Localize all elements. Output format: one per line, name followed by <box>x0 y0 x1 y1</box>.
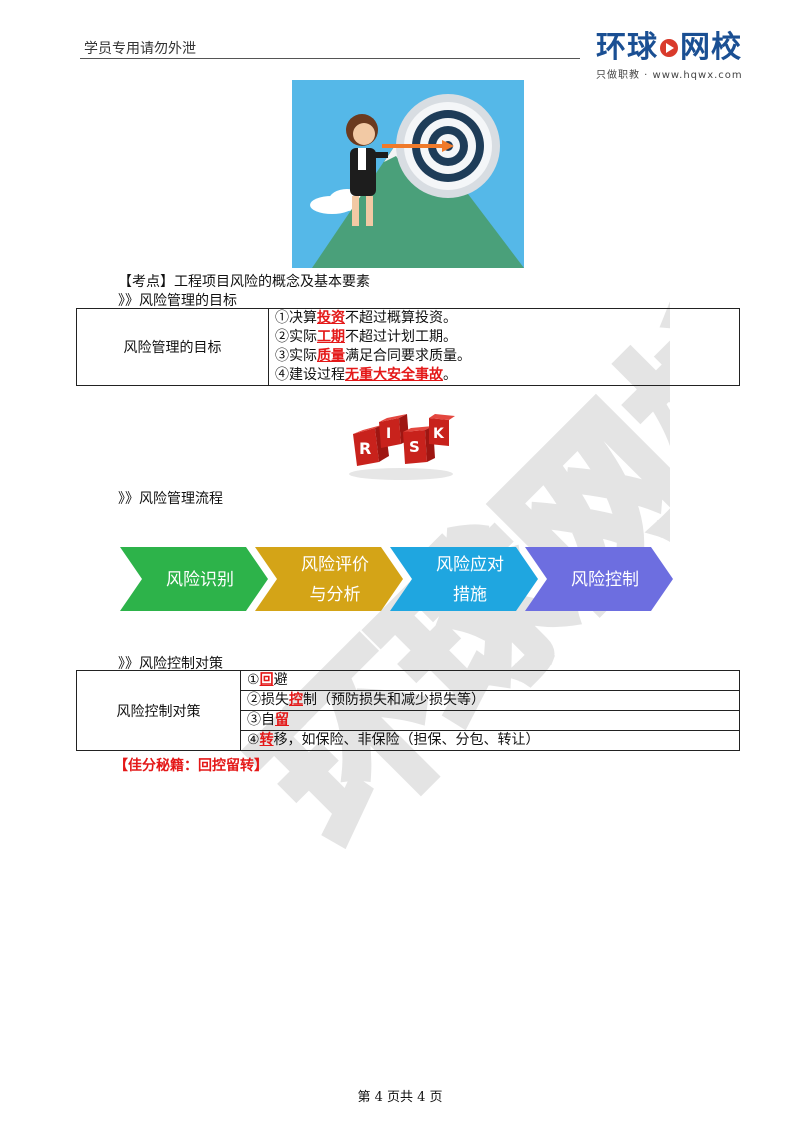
memory-tip: 【佳分秘籍：回控留转】 <box>114 758 268 774</box>
process-step <box>120 547 268 611</box>
risk-dice-image: R I S K <box>349 414 455 480</box>
goals-items: ①决算投资不超过概算投资。 ②实际工期不超过计划工期。 ③实际质量满足合同要求质… <box>268 308 740 386</box>
process-step <box>390 547 538 611</box>
process-step-label: 风险评价 <box>301 555 369 575</box>
dice-letter: S <box>409 438 420 456</box>
section-title: 【考点】工程项目风险的概念及基本要素 <box>118 274 370 290</box>
dice-letter: I <box>386 426 391 442</box>
goal-item: ④建设过程无重大安全事故。 <box>275 367 457 383</box>
goals-heading: 》》风险管理的目标 <box>118 293 237 309</box>
control-item: ③自留 <box>240 710 740 731</box>
logo-text-right: 网校 <box>680 30 742 65</box>
header-divider <box>80 58 580 59</box>
control-item: ②损失控制（预防损失和减少损失等） <box>240 690 740 711</box>
process-step <box>525 547 673 611</box>
process-step-label: 与分析 <box>310 585 361 605</box>
goal-item: ②实际工期不超过计划工期。 <box>275 329 457 345</box>
goal-item: ①决算投资不超过概算投资。 <box>275 310 457 326</box>
process-step-label: 风险识别 <box>166 570 234 590</box>
logo: 环球 网校 只做职教 · www.hqwx.com <box>596 30 746 81</box>
control-label: 风险控制对策 <box>76 670 241 751</box>
dice-letter: R <box>359 439 371 458</box>
logo-tagline: 只做职教 · www.hqwx.com <box>596 70 743 81</box>
page-number: 第 4 页共 4 页 <box>357 1090 443 1105</box>
goals-label: 风险管理的目标 <box>76 308 269 386</box>
logo-text-left: 环球 <box>596 30 658 65</box>
process-step-label: 措施 <box>453 585 487 605</box>
dice-letter: K <box>433 426 445 442</box>
play-icon <box>660 39 678 57</box>
goals-table: 风险管理的目标 ①决算投资不超过概算投资。 ②实际工期不超过计划工期。 ③实际质… <box>76 308 740 386</box>
goal-item: ③实际质量满足合同要求质量。 <box>275 348 471 364</box>
process-heading: 》》风险管理流程 <box>118 491 223 507</box>
target-illustration <box>292 80 524 268</box>
process-step-label: 风险控制 <box>571 570 639 590</box>
control-item: ①回避 <box>240 670 740 691</box>
process-step-label: 风险应对 <box>436 555 504 575</box>
confidential-note: 学员专用请勿外泄 <box>84 41 196 57</box>
control-heading: 》》风险控制对策 <box>118 656 223 672</box>
control-item: ④转移，如保险、非保险（担保、分包、转让） <box>240 730 740 751</box>
control-table: 风险控制对策 ①回避 ②损失控制（预防损失和减少损失等） ③自留 ④转移，如保险… <box>76 670 740 751</box>
process-step <box>255 547 403 611</box>
